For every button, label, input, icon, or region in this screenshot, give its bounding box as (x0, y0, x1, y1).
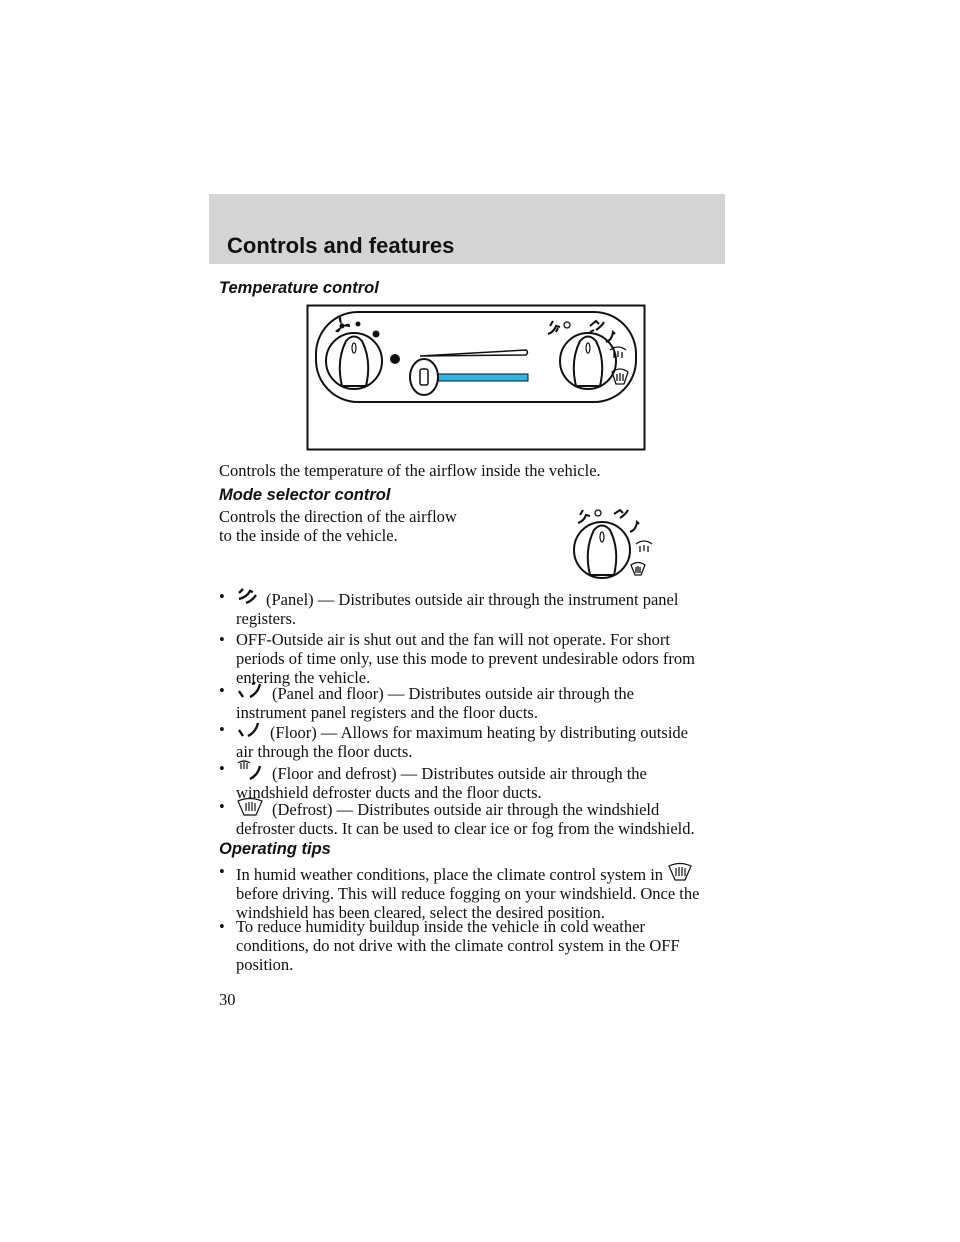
temperature-slider-track (423, 373, 529, 382)
panel-vent-icon (238, 588, 257, 605)
list-item-text: (Panel) — Distributes outside air throug… (266, 590, 679, 609)
list-item-tip-cold: • To reduce humidity buildup inside the … (219, 917, 739, 974)
mode-selector-knob-icon (559, 332, 617, 390)
temperature-indicator-wedge (419, 349, 529, 357)
list-item-text: (Panel and floor) — Distributes outside … (272, 684, 635, 703)
list-item-tip-humid: • In humid weather conditions, place the… (219, 862, 739, 922)
floor-defrost-icon (237, 760, 262, 781)
list-item-text: defroster ducts. It can be used to clear… (236, 819, 695, 838)
list-item-text: conditions, do not drive with the climat… (236, 936, 680, 955)
mode-selector-description-line1: Controls the direction of the airflow (219, 507, 457, 526)
list-item-text: (Defrost) — Distributes outside air thro… (272, 800, 660, 819)
temperature-control-heading: Temperature control (219, 279, 379, 297)
fan-speed-high-dot (390, 354, 400, 364)
list-item-text: before driving. This will reduce fogging… (236, 884, 700, 903)
list-item-text: air through the floor ducts. (236, 742, 413, 761)
floor-vent-icon (238, 722, 260, 738)
list-item-text: windshield defroster ducts and the floor… (236, 783, 542, 802)
bullet-marker: • (219, 759, 225, 778)
list-item-text: (Floor) — Allows for maximum heating by … (270, 723, 688, 742)
defrost-icon (668, 862, 692, 881)
list-item-panel-and-floor: • (Panel and floor) — Distributes outsid… (219, 681, 739, 722)
list-item-defrost: • (Defrost) — Distributes outside air th… (219, 797, 739, 838)
list-item-text: registers. (236, 609, 297, 628)
operating-tips-heading: Operating tips (219, 840, 331, 858)
list-item-text: periods of time only, use this mode to p… (236, 649, 696, 668)
mode-selector-heading: Mode selector control (219, 486, 391, 504)
bullet-marker: • (219, 862, 225, 881)
list-item-floor: • (Floor) — Allows for maximum heating b… (219, 720, 739, 761)
section-header-band: Controls and features (209, 194, 725, 264)
defrost-icon (237, 797, 263, 816)
panel-floor-vent-icon (238, 681, 262, 699)
list-item-off: • OFF-Outside air is shut out and the fa… (219, 630, 739, 687)
fan-speed-knob-icon (325, 332, 383, 390)
list-item-text: windshield has been cleared, select the … (236, 903, 605, 922)
fan-speed-mid-dot (372, 330, 380, 338)
list-item-text: position. (236, 955, 294, 974)
climate-control-panel-illustration (306, 304, 646, 451)
list-item-floor-and-defrost: • (Floor and defrost) — Distributes outs… (219, 759, 739, 802)
fan-icon (335, 317, 351, 333)
list-item-text: instrument panel registers and the floor… (236, 703, 538, 722)
bullet-marker: • (219, 917, 225, 936)
list-item-text: (Floor and defrost) — Distributes outsid… (272, 764, 647, 783)
mode-selector-description-line2: to the inside of the vehicle. (219, 526, 398, 545)
list-item-text: OFF-Outside air is shut out and the fan … (236, 630, 670, 649)
list-item-text: In humid weather conditions, place the c… (236, 865, 664, 884)
bullet-marker: • (219, 720, 225, 739)
bullet-marker: • (219, 587, 225, 606)
bullet-marker: • (219, 681, 225, 700)
mode-selector-knob-illustration (573, 508, 653, 579)
section-title: Controls and features (227, 233, 455, 258)
fan-speed-low-dot (355, 321, 361, 327)
temperature-control-description: Controls the temperature of the airflow … (219, 461, 601, 480)
page-number: 30 (219, 990, 236, 1009)
list-item-panel: • (Panel) — Distributes outside air thro… (219, 587, 739, 628)
list-item-text: To reduce humidity buildup inside the ve… (236, 917, 645, 936)
bullet-marker: • (219, 630, 225, 649)
bullet-marker: • (219, 797, 225, 816)
list-item-text: entering the vehicle. (236, 668, 371, 687)
mode-off-indicator (563, 321, 571, 329)
